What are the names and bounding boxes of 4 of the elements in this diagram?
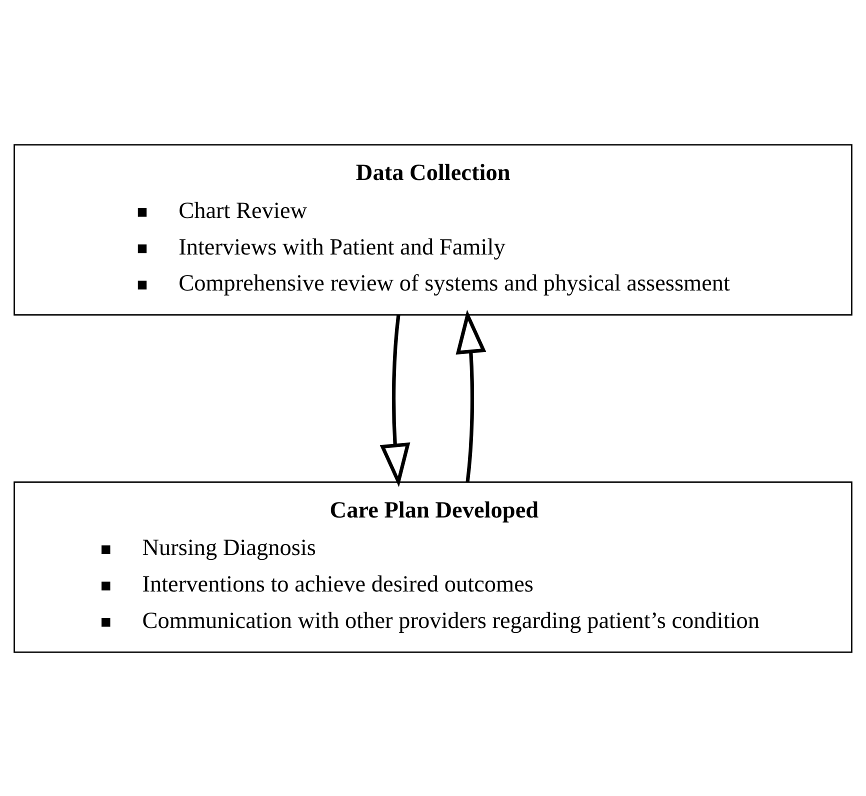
arrow	[456, 309, 486, 482]
arrow	[380, 314, 410, 487]
node-box: Care Plan Developed Nursing Diagnosis Interventions to achieve desired outcomes Communication with other providers regarding patient’s condition	[14, 480, 852, 652]
node-box: Data Collection Chart Review Interviews with Patient and Family Comprehensive review of systems and physical assessment	[14, 144, 852, 316]
